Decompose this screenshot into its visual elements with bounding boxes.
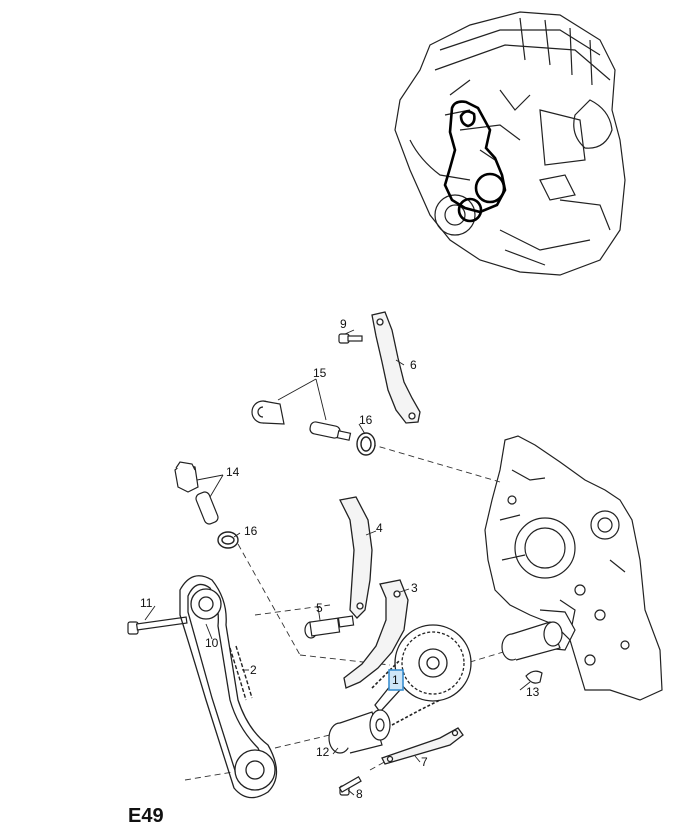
bolt-part-9 [338,333,363,344]
timing-case-cover [484,435,663,701]
callout-14: 14 [226,465,240,479]
callout-5: 5 [316,601,323,615]
guide-rail-part-7 [381,727,464,765]
callout-9: 9 [340,317,347,331]
callout-4: 4 [376,521,383,535]
callout-12: 12 [316,745,330,759]
bolt-part-8 [338,775,362,796]
figure-label: E49 [128,805,164,827]
callout-15: 15 [313,366,327,380]
key-part-13 [525,670,543,684]
callout-6: 6 [410,358,417,372]
tensioner-part-15 [251,400,352,441]
guide-rail-part-4 [339,496,373,619]
engine-overview-illustration [394,11,626,276]
camshaft-sprocket [374,624,472,714]
guide-rail-part-3 [343,579,409,689]
callout-8: 8 [356,787,363,801]
callout-2: 2 [250,663,257,677]
tensioner-part-14 [174,461,219,525]
chain-part-1 [371,659,441,726]
chain-part-10 [179,575,278,799]
leader-lines [144,329,531,796]
guide-rail-part-6 [371,311,421,424]
crankshaft-snout [501,621,563,661]
callout-1[interactable]: 1 [392,673,399,687]
callout-highlight-box[interactable] [388,669,404,691]
pin-part-5 [304,615,355,639]
callout-11: 11 [140,596,153,610]
gear-part-12 [328,709,391,754]
callout-3: 3 [411,581,418,595]
bolt-part-11 [127,616,188,635]
callout-16-upper: 16 [359,413,373,427]
callout-10: 10 [205,636,219,650]
callout-13: 13 [526,685,540,699]
chain-part-2 [229,645,253,701]
seal-ring-part-16 [217,432,376,549]
callout-16-lower: 16 [244,524,258,538]
callout-7: 7 [421,755,428,769]
